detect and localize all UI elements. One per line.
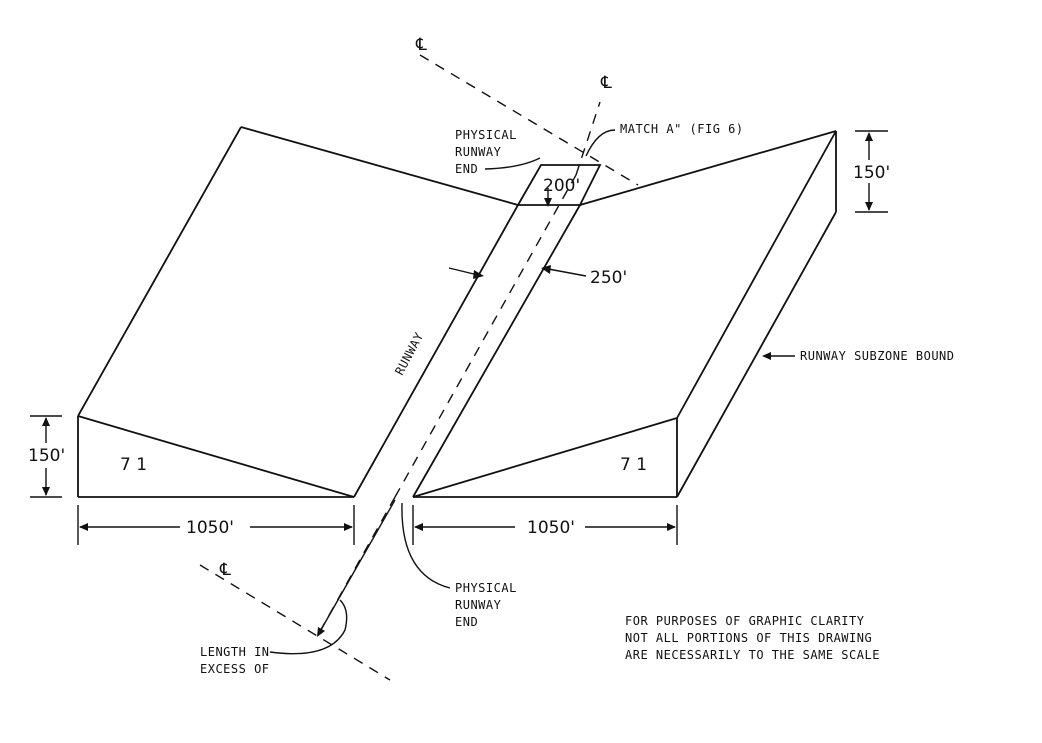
physical-runway-end-bottom-label: PHYSICAL RUNWAY END [401,502,517,629]
left-height-dimension: 150' [28,415,65,498]
centerlines [199,54,639,681]
dimension-150-right: 150' [853,163,890,183]
svg-text:LENGTH IN: LENGTH IN [200,645,270,659]
svg-text:NOT ALL PORTIONS OF THIS DRAWI: NOT ALL PORTIONS OF THIS DRAWING [625,631,872,645]
physical-runway-end-top-label: PHYSICAL RUNWAY END [455,128,541,176]
dimension-200: 200' [543,176,580,196]
half-width-left-dimension: 1050' [77,505,355,545]
svg-text:EXCESS OF: EXCESS OF [200,662,270,676]
surface-outline [77,126,837,498]
dimension-1050-left: 1050' [186,518,234,538]
centerline-symbol-top: ℄ [600,73,612,93]
svg-text:RUNWAY SUBZONE BOUND: RUNWAY SUBZONE BOUND [800,349,955,363]
centerline-symbol-top-left: ℄ [415,35,427,55]
scale-note: FOR PURPOSES OF GRAPHIC CLARITY NOT ALL … [625,614,880,662]
svg-text:FOR PURPOSES OF GRAPHIC CLARIT: FOR PURPOSES OF GRAPHIC CLARITY [625,614,865,628]
runway-subzone-boundary-label: RUNWAY SUBZONE BOUND [762,349,955,363]
svg-text:PHYSICAL: PHYSICAL [455,581,517,595]
svg-text:END: END [455,615,478,629]
length-in-excess-label: LENGTH IN EXCESS OF [200,499,396,676]
slope-left-label: 7 1 [120,455,147,475]
runway-label: RUNWAY [392,330,426,378]
svg-text:RUNWAY: RUNWAY [455,145,502,159]
right-height-dimension: 150' [853,130,890,213]
runway-strip [353,164,602,498]
svg-text:PHYSICAL: PHYSICAL [455,128,517,142]
centerline-symbol-bottom: ℄ [219,560,231,580]
dimension-250: 250' [590,268,627,288]
half-width-right-dimension: 1050' [412,505,678,545]
svg-text:MATCH A" (FIG 6): MATCH A" (FIG 6) [620,122,744,136]
dimension-150-left: 150' [28,446,65,466]
svg-text:RUNWAY: RUNWAY [455,598,502,612]
svg-text:END: END [455,162,478,176]
runway-end-width-dimension: 200' [543,176,580,207]
svg-text:ARE NECESSARILY TO THE SAME SC: ARE NECESSARILY TO THE SAME SCALE [625,648,880,662]
match-line-label: MATCH A" (FIG 6) [585,122,744,157]
slope-right-label: 7 1 [620,455,647,475]
dimension-1050-right: 1050' [527,518,575,538]
runway-width-dimension: 250' [448,265,627,288]
